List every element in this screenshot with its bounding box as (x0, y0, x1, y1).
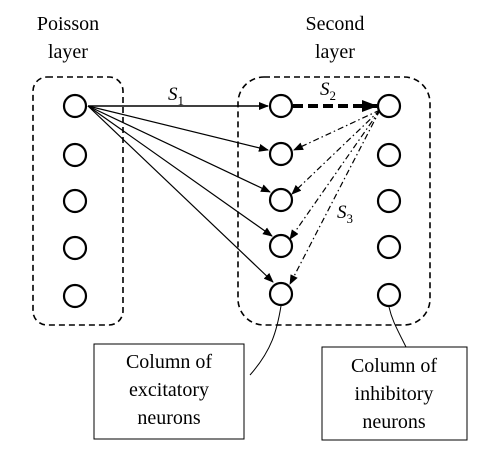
s3-connection-4 (289, 109, 381, 240)
excitatory-callout-line3: neurons (137, 407, 201, 429)
poisson-neuron (62, 188, 88, 214)
excitatory-neuron (268, 281, 294, 307)
s1-label: S1 (168, 84, 184, 108)
poisson-neuron (62, 93, 88, 119)
excitatory-neuron (268, 141, 294, 167)
second-layer-box (237, 76, 431, 326)
poisson-layer-box (32, 76, 124, 326)
poisson-neuron (62, 235, 88, 261)
poisson-to-exc-4 (87, 105, 273, 237)
s2-label: S2 (320, 79, 336, 103)
inhibitory-callout-line1: Column of (351, 355, 437, 377)
inhibitory-neuron (376, 282, 402, 308)
s3-connection-2 (293, 109, 381, 151)
inhibitory-callout-line3: neurons (362, 411, 426, 433)
excitatory-neuron (268, 187, 294, 213)
poisson-to-exc-5 (87, 105, 274, 283)
excitatory-neuron (268, 93, 294, 119)
s3-connection-3 (291, 109, 381, 195)
poisson-layer-title-line1: Poisson (37, 13, 99, 35)
poisson-neuron (62, 283, 88, 309)
excitatory-leader-line (249, 305, 282, 376)
excitatory-callout-line1: Column of (126, 351, 212, 373)
second-layer-title-line1: Second (306, 13, 365, 35)
excitatory-callout-box (93, 343, 245, 440)
inhibitory-neuron (376, 188, 402, 214)
s3-connection-5 (289, 109, 381, 285)
poisson-to-exc-3 (87, 105, 271, 193)
s3-label: S3 (337, 202, 353, 226)
inhibitory-callout-box (321, 346, 468, 441)
poisson-neuron (62, 142, 88, 168)
inhibitory-neuron (376, 142, 402, 168)
inhibitory-neuron (376, 234, 402, 260)
poisson-layer-title-line2: layer (48, 41, 88, 63)
excitatory-neuron (268, 233, 294, 259)
inhibitory-leader-line (388, 306, 407, 348)
poisson-to-exc-2 (87, 105, 269, 152)
inhibitory-callout-line2: inhibitory (355, 383, 434, 405)
excitatory-callout-line2: excitatory (129, 379, 209, 401)
inhibitory-neuron (376, 93, 402, 119)
second-layer-title-line2: layer (315, 41, 355, 63)
